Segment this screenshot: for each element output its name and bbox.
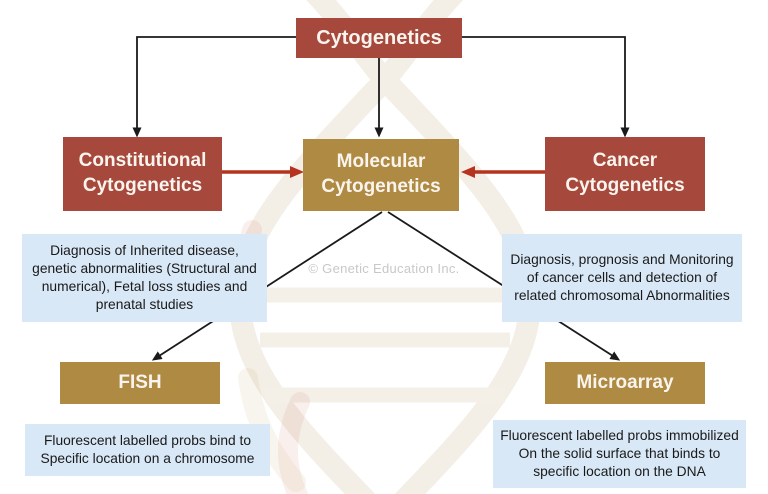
arrow-cytogenetics-to-cancer bbox=[462, 36, 630, 138]
node-cytogenetics-label: Cytogenetics bbox=[316, 27, 442, 49]
description-microarray-text: Fluorescent labelled probs immobilized O… bbox=[500, 427, 739, 480]
description-cancer-text: Diagnosis, prognosis and Monitoring of c… bbox=[510, 251, 734, 304]
description-constitutional-text: Diagnosis of Inherited disease, genetic … bbox=[32, 242, 257, 313]
node-fish: FISH bbox=[60, 362, 220, 404]
description-constitutional-cytogenetics: Diagnosis of Inherited disease, genetic … bbox=[22, 234, 267, 322]
node-cancer-cytogenetics: Cancer Cytogenetics bbox=[545, 137, 705, 211]
node-fish-label: FISH bbox=[118, 371, 162, 393]
description-fish-text: Fluorescent labelled probs bind to Speci… bbox=[40, 432, 255, 466]
node-microarray: Microarray bbox=[545, 362, 705, 404]
node-constitutional-cytogenetics: Constitutional Cytogenetics bbox=[63, 137, 222, 211]
node-cytogenetics: Cytogenetics bbox=[296, 18, 462, 58]
node-cancer-label: Cancer Cytogenetics bbox=[565, 150, 685, 196]
description-cancer-cytogenetics: Diagnosis, prognosis and Monitoring of c… bbox=[502, 234, 742, 322]
node-microarray-label: Microarray bbox=[576, 371, 674, 393]
node-constitutional-label: Constitutional Cytogenetics bbox=[78, 150, 207, 196]
node-molecular-label: Molecular Cytogenetics bbox=[321, 151, 441, 197]
arrow-cytogenetics-to-constitutional bbox=[132, 36, 296, 138]
description-fish: Fluorescent labelled probs bind to Speci… bbox=[25, 424, 270, 476]
node-molecular-cytogenetics: Molecular Cytogenetics bbox=[303, 139, 459, 211]
description-microarray: Fluorescent labelled probs immobilized O… bbox=[493, 420, 746, 488]
